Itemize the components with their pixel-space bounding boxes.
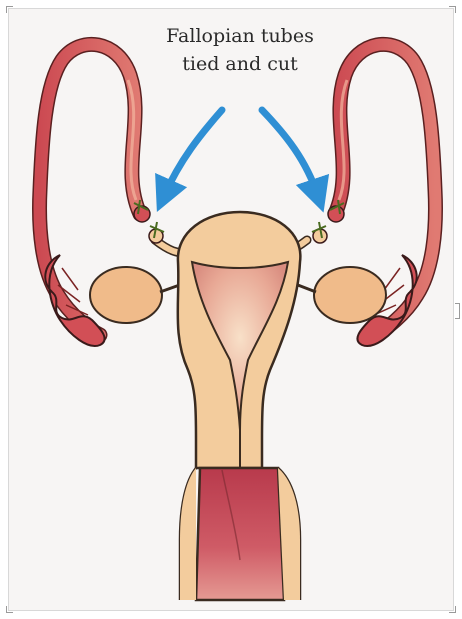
left-ovary: [90, 267, 188, 323]
right-tie-cut-marker: [312, 200, 344, 243]
caption-line-2: tied and cut: [150, 50, 330, 78]
right-ovary: [290, 267, 386, 323]
left-tie-cut-marker: [134, 200, 164, 243]
right-arrow-icon: [262, 110, 318, 196]
caption-line-1: Fallopian tubes: [150, 22, 330, 50]
diagram-caption: Fallopian tubes tied and cut: [150, 22, 330, 78]
left-arrow-icon: [164, 110, 222, 196]
vaginal-canal: [180, 468, 300, 600]
uterus: [178, 212, 301, 470]
